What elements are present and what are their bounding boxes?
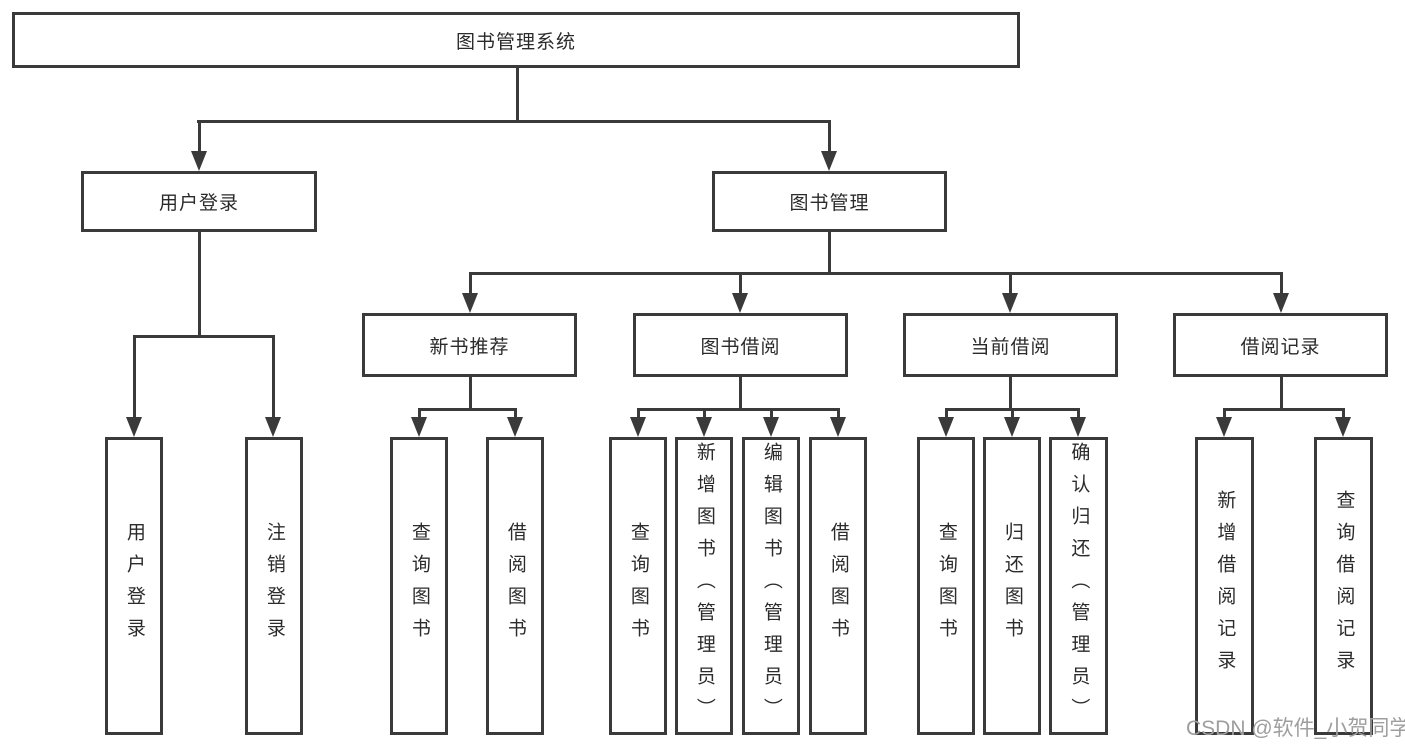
arrow-down-icon	[1070, 417, 1086, 437]
connector-arrow-line	[418, 408, 421, 419]
connector-arrow-line	[1342, 408, 1345, 419]
arrow-down-icon	[1335, 417, 1351, 437]
connector-arrow-line	[1077, 408, 1080, 419]
connector-arrow-line	[770, 408, 773, 419]
connector-newbook-drop	[469, 377, 472, 411]
connector-borrow-bar	[637, 408, 840, 411]
leaf-label: 新增图书（管理员）	[693, 442, 715, 730]
connector-arrow-line	[198, 120, 201, 153]
arrow-down-icon	[821, 151, 837, 171]
leaf-add-books-admin: 新增图书（管理员）	[675, 437, 733, 735]
leaf-label: 确认归还（管理员）	[1068, 442, 1090, 730]
arrow-down-icon	[507, 417, 523, 437]
connector-arrow-line	[637, 408, 640, 419]
leaf-label: 查询借阅记录	[1333, 490, 1355, 682]
leaf-label: 注销登录	[263, 522, 285, 650]
leaf-query-books: 查询图书	[609, 437, 667, 735]
node-book-borrow: 图书借阅	[633, 313, 848, 377]
connector-arrow-line	[837, 408, 840, 419]
connector-arrow-line	[469, 272, 472, 295]
leaf-borrow-books: 借阅图书	[809, 437, 867, 735]
connector-arrow-line	[1223, 408, 1226, 419]
connector-newbook-bar	[418, 408, 517, 411]
arrow-down-icon	[1002, 293, 1018, 313]
leaf-label: 用户登录	[123, 522, 145, 650]
connector-borrow-drop	[739, 377, 742, 411]
csdn-watermark: CSDN @软件_小贺同学	[1186, 717, 1405, 740]
connector-arrow-line	[1280, 272, 1283, 295]
leaf-label: 借阅图书	[504, 522, 526, 650]
arrow-down-icon	[191, 151, 207, 171]
leaf-label: 归还图书	[1001, 522, 1023, 650]
leaf-borrow-books: 借阅图书	[486, 437, 544, 735]
connector-root-drop	[516, 68, 519, 123]
connector-arrow-line	[133, 335, 136, 419]
node-current-borrow: 当前借阅	[903, 313, 1118, 377]
connector-record-bar	[1223, 408, 1345, 411]
leaf-label: 编辑图书（管理员）	[760, 442, 782, 730]
connector-current-bar	[945, 408, 1080, 411]
connector-book-mgmt-drop	[828, 232, 831, 275]
arrow-down-icon	[732, 293, 748, 313]
leaf-label: 查询图书	[935, 522, 957, 650]
leaf-add-borrow-record: 新增借阅记录	[1195, 437, 1254, 735]
connector-arrow-line	[945, 408, 948, 419]
leaf-query-books: 查询图书	[917, 437, 975, 735]
leaf-edit-books-admin: 编辑图书（管理员）	[742, 437, 800, 735]
connector-level2-bar	[197, 120, 830, 123]
arrow-down-icon	[1216, 417, 1232, 437]
arrow-down-icon	[265, 417, 281, 437]
leaf-logout: 注销登录	[245, 437, 303, 735]
leaf-query-borrow-record: 查询借阅记录	[1314, 437, 1373, 735]
connector-user-login-drop	[198, 232, 201, 338]
leaf-return-books: 归还图书	[983, 437, 1041, 735]
node-user-login: 用户登录	[81, 171, 317, 232]
node-book-management: 图书管理	[712, 171, 947, 232]
connector-current-drop	[1009, 377, 1012, 411]
connector-arrow-line	[828, 120, 831, 153]
leaf-query-books: 查询图书	[390, 437, 448, 735]
node-root-library-system: 图书管理系统	[12, 12, 1020, 68]
connector-arrow-line	[703, 408, 706, 419]
connector-userlogin-bar	[133, 335, 275, 338]
arrow-down-icon	[630, 417, 646, 437]
arrow-down-icon	[126, 417, 142, 437]
arrow-down-icon	[830, 417, 846, 437]
connector-arrow-line	[272, 335, 275, 419]
arrow-down-icon	[462, 293, 478, 313]
arrow-down-icon	[1273, 293, 1289, 313]
leaf-label: 借阅图书	[827, 522, 849, 650]
node-borrow-record: 借阅记录	[1173, 313, 1388, 377]
connector-record-drop	[1280, 377, 1283, 411]
arrow-down-icon	[1004, 417, 1020, 437]
leaf-label: 新增借阅记录	[1214, 490, 1236, 682]
leaf-confirm-return-admin: 确认归还（管理员）	[1049, 437, 1108, 735]
connector-arrow-line	[739, 272, 742, 295]
arrow-down-icon	[938, 417, 954, 437]
arrow-down-icon	[696, 417, 712, 437]
connector-level3-bar	[469, 272, 1283, 275]
arrow-down-icon	[411, 417, 427, 437]
connector-arrow-line	[1009, 272, 1012, 295]
arrow-down-icon	[763, 417, 779, 437]
connector-arrow-line	[1011, 408, 1014, 419]
connector-arrow-line	[514, 408, 517, 419]
leaf-label: 查询图书	[408, 522, 430, 650]
node-new-book-recommend: 新书推荐	[362, 313, 577, 377]
leaf-user-login: 用户登录	[105, 437, 163, 735]
leaf-label: 查询图书	[627, 522, 649, 650]
